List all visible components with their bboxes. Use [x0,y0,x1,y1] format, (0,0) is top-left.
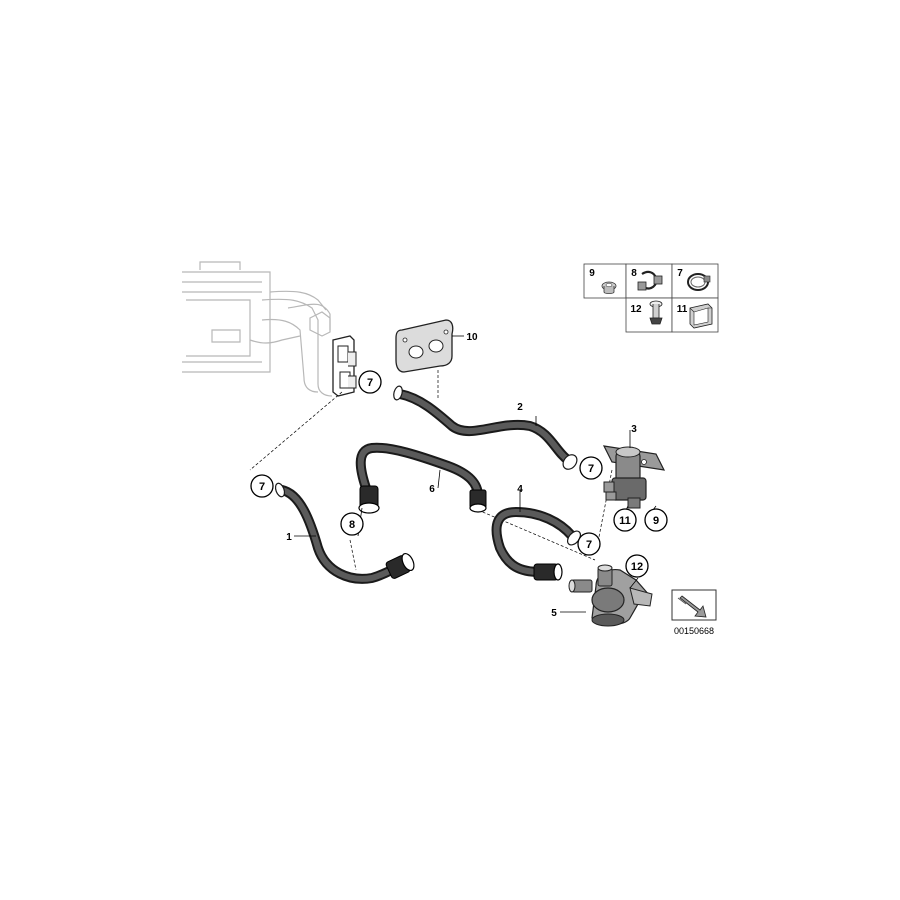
svg-text:7: 7 [367,377,373,389]
callout-9: 9 [644,508,668,532]
svg-text:11: 11 [619,515,631,527]
svg-text:8: 8 [349,519,355,531]
svg-text:9: 9 [653,515,659,527]
callout-7-left: 7 [250,474,274,498]
part-label-3: 3 [631,424,637,435]
part-label-6: 6 [429,484,435,495]
diagram-id: 00150668 [674,626,714,636]
screw-icon [649,300,663,325]
pump-part-5 [568,564,653,627]
callout-11: 11 [613,508,637,532]
part-label-2: 2 [517,402,523,413]
part-label-5: 5 [551,608,557,619]
svg-text:7: 7 [586,539,592,551]
legend-label-8: 8 [631,268,637,279]
svg-text:12: 12 [631,561,643,573]
hose-part-2 [393,385,578,470]
svg-text:7: 7 [259,481,265,493]
heater-core-outline [182,261,333,397]
hose-clip-icon [637,270,663,291]
part-label-10: 10 [466,332,478,343]
hose-part-4 [491,507,582,581]
callout-8: 8 [340,512,364,536]
part-label-1: 1 [286,532,292,543]
heater-flange-bracket [332,335,357,397]
callout-7-lower: 7 [577,532,601,556]
legend-label-7: 7 [677,268,683,279]
small-parts-legend: 9 8 7 12 11 [583,263,719,333]
legend-label-11: 11 [677,304,688,315]
direction-arrow-box [671,589,717,621]
grommet-icon [601,281,617,294]
hose-part-1 [274,482,415,584]
callout-7-valve: 7 [579,456,603,480]
legend-label-12: 12 [630,304,642,315]
callout-12: 12 [625,554,649,578]
valve-part-3 [602,445,666,509]
reference-lines [249,370,613,571]
part-label-4: 4 [517,484,523,495]
hose-part-6 [355,442,487,514]
callout-7-top: 7 [358,370,382,394]
rubber-mount-icon [689,303,713,329]
svg-text:7: 7 [588,463,594,475]
hose-clamp-icon [687,273,711,291]
gasket-part-10 [395,319,454,373]
legend-label-9: 9 [589,268,595,279]
